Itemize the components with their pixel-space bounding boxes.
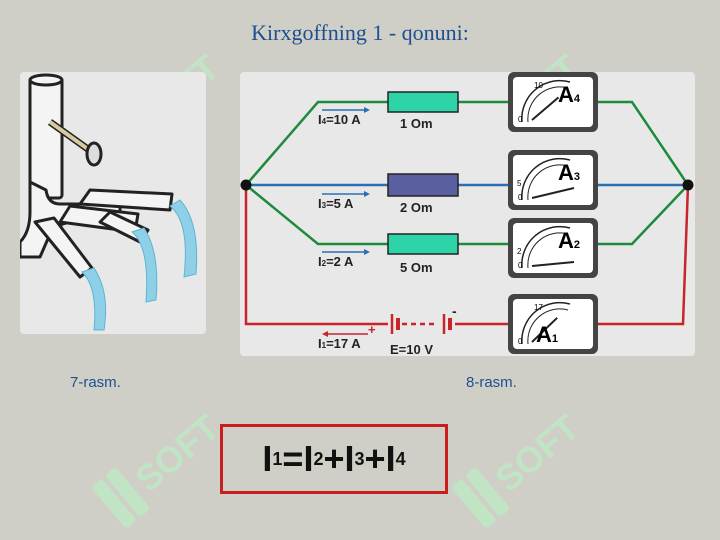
scale-zero: 0 (518, 261, 523, 270)
formula-term: I (262, 438, 273, 479)
current-label-i2: I2=2 A (318, 254, 354, 269)
wire-main (244, 184, 690, 326)
resistor-2-om (387, 173, 459, 197)
ammeter-label: A1 (536, 322, 558, 347)
scale-zero: 0 (518, 193, 523, 202)
pipe-illustration-panel (18, 72, 206, 334)
watermark-text: SOFT (487, 406, 587, 499)
ammeter-needle (531, 187, 575, 199)
watermark-text: SOFT (127, 406, 227, 499)
scale-mark: 2 (517, 247, 522, 256)
formula-subscript: 1 (272, 448, 283, 469)
ammeter-a3: 0 5 A3 (508, 150, 598, 210)
scale-mark: 5 (517, 179, 522, 188)
scale-mark: 17 (534, 303, 543, 312)
formula-equals: = (282, 438, 304, 479)
formula-subscript: 3 (354, 448, 365, 469)
resistor-label: 5 Om (400, 260, 433, 275)
resistor-label: 1 Om (400, 116, 433, 131)
formula-term: I (385, 438, 396, 479)
scale-mark: 10 (534, 81, 543, 90)
formula-term: I (303, 438, 314, 479)
battery-emf-label: E=10 V (390, 342, 433, 356)
formula-plus: + (323, 438, 345, 479)
figure-caption-8: 8-rasm. (466, 374, 517, 391)
battery-symbol (390, 314, 452, 334)
resistor-1-om (387, 91, 459, 113)
ammeter-label: A2 (558, 228, 580, 253)
formula-subscript: 2 (313, 448, 324, 469)
ammeter-needle (531, 317, 558, 343)
scale-zero: 0 (518, 337, 523, 346)
figure-caption-7: 7-rasm. (70, 374, 121, 391)
battery-plus: + (368, 322, 376, 337)
wire-branch-2 (245, 184, 689, 246)
wire-branch-4 (245, 100, 690, 186)
scale-zero: 0 (518, 115, 523, 124)
battery-minus: - (452, 303, 457, 319)
ammeter-a2: 0 2 A2 (508, 218, 598, 278)
junction-node-left (240, 179, 252, 191)
current-label-i1: I1=17 A (318, 336, 361, 351)
ammeter-needle (531, 96, 560, 121)
circuit-diagram: 1 Om 2 Om 5 Om I4=10 A I3=5 A I2=2 A I1=… (240, 72, 694, 357)
current-label-i4: I4=10 A (318, 112, 361, 127)
ammeter-needle (531, 261, 575, 267)
pipe-illustration (18, 73, 198, 331)
formula-plus: + (364, 438, 386, 479)
ammeter-label: A4 (558, 82, 581, 107)
resistor-label: 2 Om (400, 200, 433, 215)
ammeter-label: A3 (558, 160, 580, 185)
junction-node-right (682, 179, 694, 191)
ammeter-a4: 0 10 A4 (508, 72, 598, 132)
current-label-i3: I3=5 A (318, 196, 354, 211)
resistor-5-om (387, 233, 459, 255)
circuit-diagram-panel: 1 Om 2 Om 5 Om I4=10 A I3=5 A I2=2 A I1=… (240, 72, 695, 357)
slide-title: Kirxgoffning 1 - qonuni: (251, 20, 469, 45)
formula-term: I (344, 438, 355, 479)
formula-subscript: 4 (395, 448, 406, 469)
